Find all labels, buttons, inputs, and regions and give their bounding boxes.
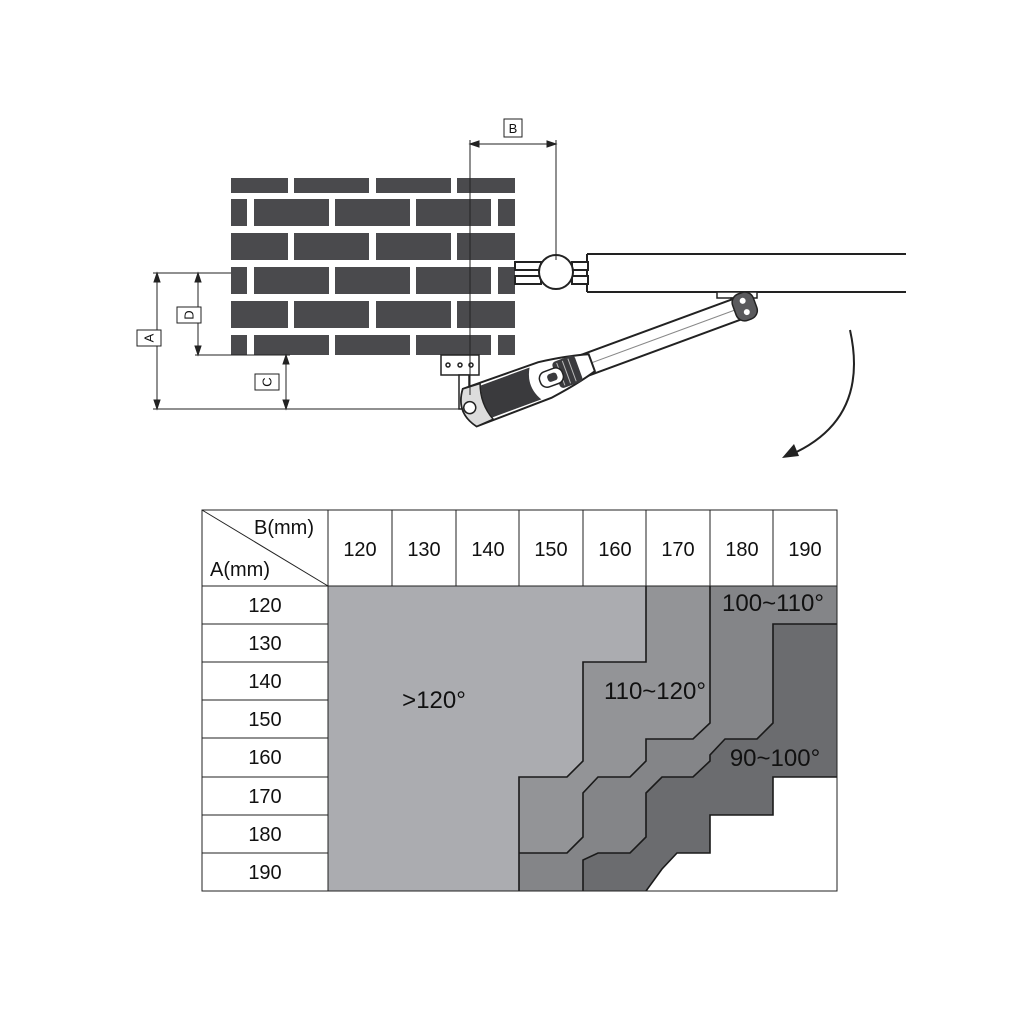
zone-empty xyxy=(646,777,837,891)
dimension-label-b: B xyxy=(503,118,523,138)
zone-label-100-110: 100~110° xyxy=(722,590,824,617)
col-header: 140 xyxy=(471,539,504,561)
dimension-label-c: C xyxy=(254,373,280,391)
col-header: 190 xyxy=(788,539,821,561)
col-header: 150 xyxy=(534,539,567,561)
header-a-unit: A(mm) xyxy=(210,559,270,581)
table-grid xyxy=(201,509,838,892)
svg-text:A: A xyxy=(142,333,157,342)
col-header: 120 xyxy=(343,539,376,561)
installation-drawing: A D C B xyxy=(136,118,906,458)
dimension-label-a: A xyxy=(136,329,162,347)
row-header: 150 xyxy=(248,709,281,731)
zone-boundaries xyxy=(518,586,837,892)
col-header: 170 xyxy=(661,539,694,561)
opening-direction-arrow xyxy=(782,329,855,458)
row-header: 190 xyxy=(248,862,281,884)
col-header: 180 xyxy=(725,539,758,561)
row-header: 130 xyxy=(248,633,281,655)
svg-text:D: D xyxy=(182,310,197,319)
opening-angle-table: B(mm) A(mm) 120 130 140 150 160 170 180 … xyxy=(201,509,838,892)
col-header: 160 xyxy=(598,539,631,561)
row-header: 170 xyxy=(248,786,281,808)
actuator-arm xyxy=(460,291,759,428)
zone-label-gt120: >120° xyxy=(402,687,466,714)
row-header: 140 xyxy=(248,671,281,693)
header-b-unit: B(mm) xyxy=(254,517,314,539)
brick-pillar xyxy=(231,178,515,355)
dimension-label-d: D xyxy=(176,306,202,324)
svg-text:B: B xyxy=(509,121,518,136)
zone-label-90-100: 90~100° xyxy=(730,745,820,772)
col-header: 130 xyxy=(407,539,440,561)
svg-text:C: C xyxy=(260,377,275,386)
row-header: 160 xyxy=(248,747,281,769)
row-header: 180 xyxy=(248,824,281,846)
row-header: 120 xyxy=(248,595,281,617)
gate-hinge xyxy=(514,254,589,290)
gate-leaf xyxy=(586,253,906,293)
zone-label-110-120: 110~120° xyxy=(604,678,706,705)
